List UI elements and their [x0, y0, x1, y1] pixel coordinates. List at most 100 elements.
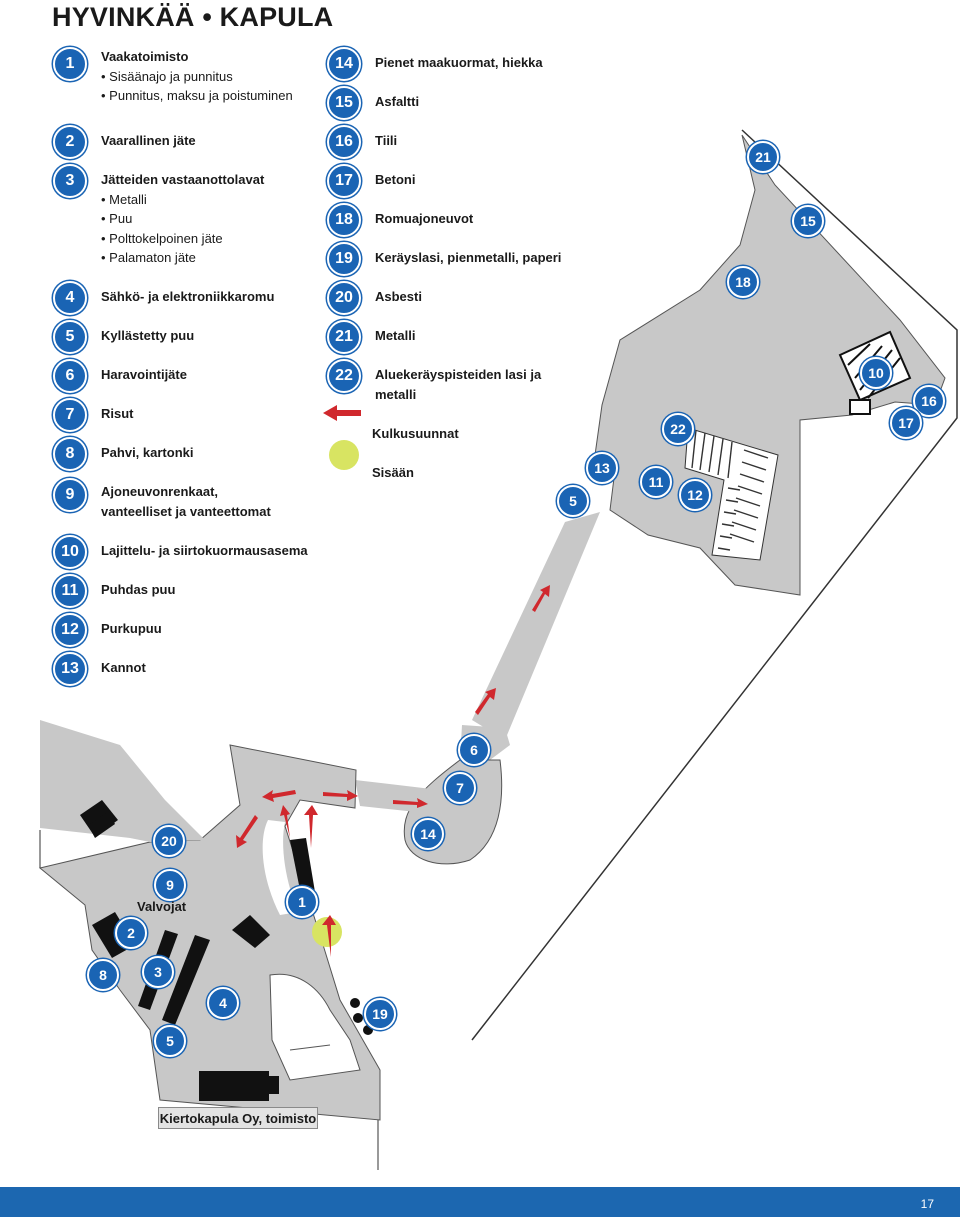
legend-item-16: 16 Tiili: [327, 125, 397, 159]
green-area: [269, 973, 361, 1081]
legend-item-14: 14 Pienet maakuormat, hiekka: [327, 47, 543, 81]
map-marker-5-south: 5: [154, 1025, 186, 1057]
legend-label: Pienet maakuormat, hiekka: [375, 55, 543, 70]
page-number: 17: [920, 1197, 934, 1211]
map-marker-16: 16: [913, 385, 945, 417]
legend-label: Ajoneuvonrenkaat,: [101, 484, 219, 499]
area-boundary: [471, 129, 958, 1041]
map-marker-3: 3: [142, 956, 174, 988]
map-marker-12: 12: [679, 479, 711, 511]
wood-bays: [684, 427, 779, 561]
legend-item-9: 9 Ajoneuvonrenkaat, vanteelliset ja vante…: [53, 478, 271, 521]
south-west-area: [40, 720, 205, 842]
legend-item-21: 21 Metalli: [327, 320, 415, 354]
legend-item-1: 1 VaakatoimistoSisäänajo ja punnitusPunn…: [53, 47, 293, 106]
map-marker-17: 17: [890, 407, 922, 439]
legend-item-15: 15 Asfaltti: [327, 86, 419, 120]
legend-item-20: 20 Asbesti: [327, 281, 422, 315]
legend-label: Pahvi, kartonki: [101, 445, 194, 460]
access-road: [472, 512, 600, 740]
number-badge: 8: [53, 437, 87, 471]
legend-item-19: 19 Keräyslasi, pienmetalli, paperi: [327, 242, 561, 276]
legend-label: Vaarallinen jäte: [101, 133, 196, 148]
map-marker-2: 2: [115, 917, 147, 949]
legend-label: Kyllästetty puu: [101, 328, 195, 343]
map-marker-15: 15: [792, 205, 824, 237]
number-badge: 16: [327, 125, 361, 159]
number-badge: 6: [53, 359, 87, 393]
legend-item-5: 5 Kyllästetty puu: [53, 320, 194, 354]
map-marker-11: 11: [640, 466, 672, 498]
legend-label: Tiili: [375, 133, 398, 148]
number-badge: 13: [53, 652, 87, 686]
number-badge: 12: [53, 613, 87, 647]
legend-label: Asfaltti: [375, 94, 420, 109]
number-badge: 5: [53, 320, 87, 354]
page-title: HYVINKÄÄ • KAPULA: [52, 2, 334, 32]
legend-item-3: 3 Jätteiden vastaanottolavatMetalliPuuPo…: [53, 164, 264, 268]
legend-label: Asbesti: [375, 289, 422, 304]
number-badge: 10: [53, 535, 87, 569]
number-badge: 3: [53, 164, 87, 198]
map-marker-7: 7: [444, 772, 476, 804]
central-road: [355, 780, 445, 815]
legend-label-direction: Kulkusuunnat: [372, 426, 459, 441]
number-badge: 15: [327, 86, 361, 120]
map-marker-18: 18: [727, 266, 759, 298]
map-marker-22: 22: [662, 413, 694, 445]
number-badge: 17: [327, 164, 361, 198]
map-marker-21: 21: [747, 141, 779, 173]
legend-label: Keräyslasi, pienmetalli, paperi: [375, 250, 562, 265]
legend-item-18: 18 Romuajoneuvot: [327, 203, 473, 237]
legend-label: Betoni: [375, 172, 416, 187]
number-badge: 9: [53, 478, 87, 512]
legend-sub: Punnitus, maksu ja poistuminen: [101, 86, 293, 106]
legend-label: Purkupuu: [101, 621, 162, 636]
legend-label: Aluekeräyspisteiden lasi ja: [375, 367, 542, 382]
map-marker-1: 1: [286, 886, 318, 918]
number-badge: 19: [327, 242, 361, 276]
number-badge: 1: [53, 47, 87, 81]
legend-label-entrance: Sisään: [372, 465, 414, 480]
legend-label: Kannot: [101, 660, 146, 675]
legend-item-8: 8 Pahvi, kartonki: [53, 437, 193, 471]
legend-sub: Metalli: [101, 190, 264, 210]
map-marker-4: 4: [207, 987, 239, 1019]
legend-item-7: 7 Risut: [53, 398, 134, 432]
site-map: [38, 129, 958, 1170]
legend-item-13: 13 Kannot: [53, 652, 146, 686]
map-marker-20: 20: [153, 825, 185, 857]
number-badge: 18: [327, 203, 361, 237]
legend-item-17: 17 Betoni: [327, 164, 415, 198]
legend-item-4: 4 Sähkö- ja elektroniikkaromu: [53, 281, 274, 315]
entrance-dot-icon: [329, 440, 359, 470]
map-marker-6: 6: [458, 734, 490, 766]
number-badge: 22: [327, 359, 361, 393]
legend-sub: Palamaton jäte: [101, 248, 264, 268]
legend-label: Haravointijäte: [101, 367, 187, 382]
legend-label: Puhdas puu: [101, 582, 176, 597]
legend-label: Jätteiden vastaanottolavat: [101, 172, 265, 187]
legend-label: Lajittelu- ja siirtokuormausasema: [101, 543, 308, 558]
office-label: Kiertokapula Oy, toimisto: [158, 1107, 318, 1129]
legend-label: Romuajoneuvot: [375, 211, 474, 226]
number-badge: 7: [53, 398, 87, 432]
map-marker-9: 9: [154, 869, 186, 901]
legend-label-line2: vanteelliset ja vanteettomat: [101, 503, 271, 519]
legend-item-2: 2 Vaarallinen jäte: [53, 125, 196, 159]
number-badge: 14: [327, 47, 361, 81]
number-badge: 21: [327, 320, 361, 354]
number-badge: 20: [327, 281, 361, 315]
legend-item-12: 12 Purkupuu: [53, 613, 162, 647]
number-badge: 4: [53, 281, 87, 315]
map-marker-19: 19: [364, 998, 396, 1030]
map-marker-13: 13: [586, 452, 618, 484]
map-marker-8: 8: [87, 959, 119, 991]
legend-sub: Puu: [101, 209, 264, 229]
number-badge: 2: [53, 125, 87, 159]
legend-item-11: 11 Puhdas puu: [53, 574, 175, 608]
legend-label: Metalli: [375, 328, 416, 343]
legend-label: Risut: [101, 406, 134, 421]
footer-bar: [0, 1187, 960, 1217]
